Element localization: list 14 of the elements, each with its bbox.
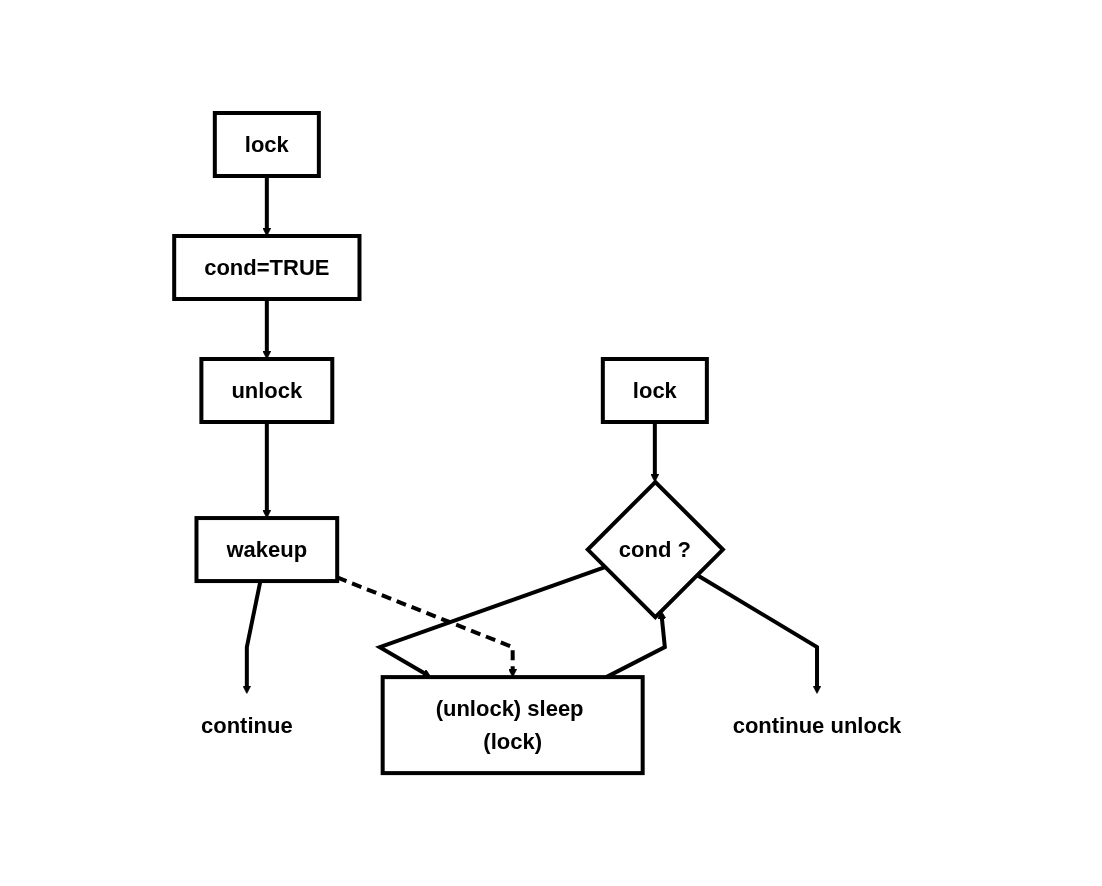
- node-box: cond=TRUE: [172, 233, 362, 301]
- node-text: continue unlock: [732, 712, 902, 738]
- node-box: lock: [600, 356, 709, 424]
- node-diamond: cond ?: [584, 479, 726, 620]
- node-text: continue: [200, 712, 293, 738]
- arrow: [695, 573, 822, 694]
- arrow: [374, 565, 606, 678]
- node-box: lock: [212, 110, 321, 178]
- arrow: [242, 580, 263, 694]
- arrow: [650, 421, 660, 483]
- node-box: (unlock) sleep (lock): [380, 675, 645, 776]
- arrow: [336, 575, 517, 678]
- node-box: unlock: [199, 356, 335, 424]
- node-box: wakeup: [194, 516, 339, 583]
